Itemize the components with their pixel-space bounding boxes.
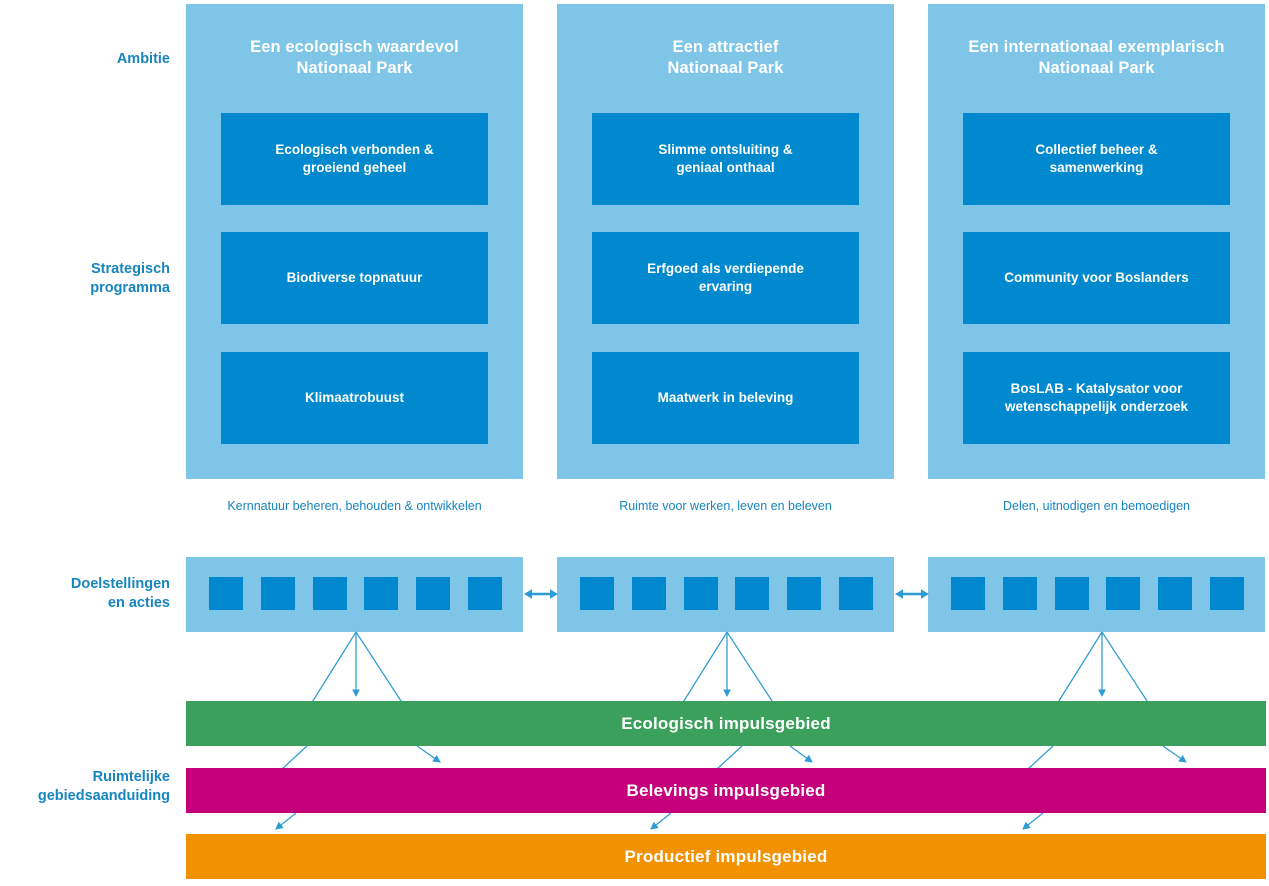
- goal-band-1: [186, 557, 523, 632]
- programme-box-2-3[interactable]: Maatwerk in beleving: [592, 352, 859, 444]
- programme-box-1-1[interactable]: Ecologisch verbonden & groeiend geheel: [221, 113, 488, 205]
- row-label-ambitie: Ambitie: [116, 51, 170, 67]
- goal-square[interactable]: [468, 577, 502, 610]
- programme-label: Slimme ontsluiting & geniaal onthaal: [658, 141, 793, 175]
- impulsgebied-label: Belevings impulsgebied: [626, 780, 826, 800]
- impulsgebied-label: Productief impulsgebied: [624, 846, 828, 866]
- programme-label: Maatwerk in beleving: [657, 389, 794, 405]
- programme-box-3-2[interactable]: Community voor Boslanders: [963, 232, 1230, 324]
- goal-square[interactable]: [1106, 577, 1140, 610]
- programme-label: Collectief beheer & samenwerking: [1035, 141, 1158, 175]
- impulsgebied-bar-productief[interactable]: Productief impulsgebied: [186, 834, 1266, 879]
- goal-square[interactable]: [684, 577, 718, 610]
- programme-label: Biodiverse topnatuur: [286, 269, 423, 285]
- column-caption-1: Kernnatuur beheren, behouden & ontwikkel…: [227, 499, 482, 513]
- ambition-column-2: Een attractief Nationaal Park Slimme ont…: [557, 4, 894, 479]
- goal-square[interactable]: [1158, 577, 1192, 610]
- goal-band-2: [557, 557, 894, 632]
- goal-square[interactable]: [313, 577, 347, 610]
- column-caption-2: Ruimte voor werken, leven en beleven: [619, 499, 832, 513]
- impulsgebied-bar-belevings[interactable]: Belevings impulsgebied: [186, 768, 1266, 813]
- programme-box-1-2[interactable]: Biodiverse topnatuur: [221, 232, 488, 324]
- programme-label: Ecologisch verbonden & groeiend geheel: [275, 141, 434, 175]
- goal-band-3: [928, 557, 1265, 632]
- goal-square[interactable]: [416, 577, 450, 610]
- double-arrow-icon-right: [895, 586, 929, 602]
- goal-square[interactable]: [1003, 577, 1037, 610]
- programme-box-3-1[interactable]: Collectief beheer & samenwerking: [963, 113, 1230, 205]
- row-label-doelstellingen-en-acties: Doelstellingen en acties: [70, 576, 170, 611]
- programme-box-2-1[interactable]: Slimme ontsluiting & geniaal onthaal: [592, 113, 859, 205]
- goal-square[interactable]: [632, 577, 666, 610]
- goal-square[interactable]: [209, 577, 243, 610]
- row-label-strategisch-programma: Strategisch programma: [90, 261, 170, 296]
- ambition-title-1: Een ecologisch waardevol Nationaal Park: [250, 38, 459, 78]
- impulsgebied-label: Ecologisch impulsgebied: [621, 713, 831, 733]
- goal-square[interactable]: [951, 577, 985, 610]
- programme-label: BosLAB - Katalysator voor wetenschappeli…: [1004, 380, 1189, 414]
- programme-box-2-2[interactable]: Erfgoed als verdiepende ervaring: [592, 232, 859, 324]
- programme-label: Klimaatrobuust: [304, 389, 404, 405]
- goal-square[interactable]: [1055, 577, 1089, 610]
- column-caption-3: Delen, uitnodigen en bemoedigen: [1003, 499, 1190, 513]
- programme-box-1-3[interactable]: Klimaatrobuust: [221, 352, 488, 444]
- goal-square[interactable]: [261, 577, 295, 610]
- programme-box-3-3[interactable]: BosLAB - Katalysator voor wetenschappeli…: [963, 352, 1230, 444]
- programme-label: Community voor Boslanders: [1004, 269, 1189, 285]
- ambition-title-3: Een internationaal exemplarisch Nationaa…: [968, 38, 1225, 78]
- ambition-column-3: Een internationaal exemplarisch Nationaa…: [928, 4, 1265, 479]
- goal-square[interactable]: [787, 577, 821, 610]
- impulsgebied-bar-ecologisch[interactable]: Ecologisch impulsgebied: [186, 701, 1266, 746]
- goal-square[interactable]: [839, 577, 873, 610]
- row-label-ruimtelijke-gebiedsaanduiding: Ruimtelijke gebiedsaanduiding: [37, 769, 170, 804]
- goal-square[interactable]: [364, 577, 398, 610]
- programme-label: Erfgoed als verdiepende ervaring: [647, 260, 804, 294]
- double-arrow-icon-left: [524, 586, 558, 602]
- goal-square[interactable]: [735, 577, 769, 610]
- goal-square[interactable]: [1210, 577, 1244, 610]
- ambition-column-1: Een ecologisch waardevol Nationaal Park …: [186, 4, 523, 479]
- goal-square[interactable]: [580, 577, 614, 610]
- ambition-title-2: Een attractief Nationaal Park: [667, 38, 784, 78]
